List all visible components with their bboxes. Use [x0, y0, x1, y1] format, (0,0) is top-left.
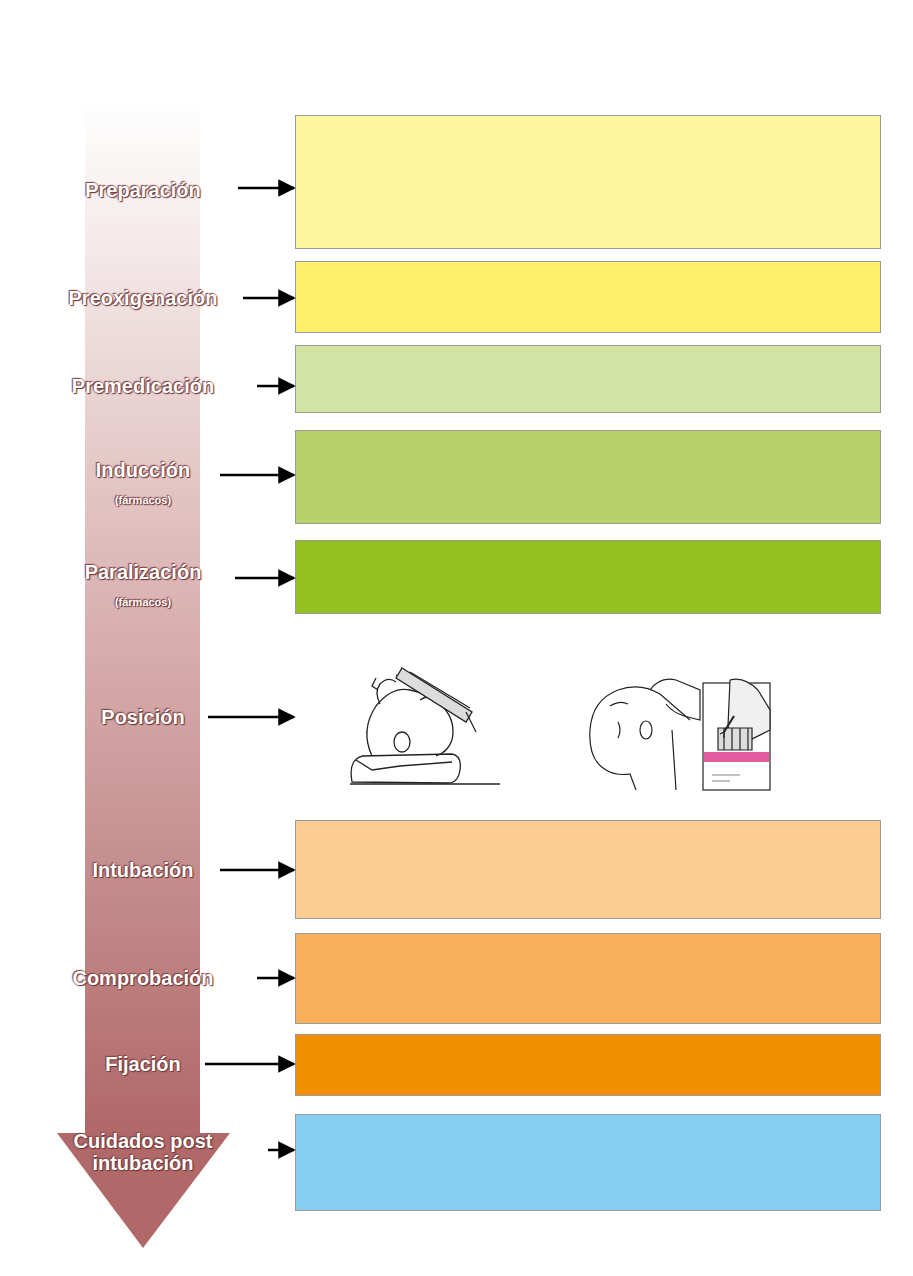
step-label: Posición [101, 706, 184, 728]
step-label: Paralización [85, 561, 202, 583]
step-box [296, 1115, 881, 1211]
step-box [296, 116, 881, 249]
step-label: Fijación [105, 1053, 181, 1075]
step-arrow [220, 474, 294, 477]
step-label: Cuidados post intubación [56, 1130, 231, 1174]
step-box [296, 821, 881, 919]
step-arrow [257, 385, 294, 388]
step-arrow [205, 1063, 294, 1066]
step-arrow [220, 869, 294, 872]
step-label: Preoxigenación [69, 287, 218, 309]
step-arrow [208, 716, 294, 719]
step-arrow [238, 187, 294, 190]
cricoid-pressure-illustration [590, 679, 770, 790]
step-box [296, 541, 881, 614]
step-note: (fármacos) [115, 494, 171, 506]
step-arrow [235, 577, 294, 580]
step-box [296, 346, 881, 413]
step-arrow [243, 297, 294, 300]
positioning-illustration [350, 668, 500, 784]
step-label: Premedicación [72, 375, 214, 397]
step-box [296, 1035, 881, 1096]
step-arrow [257, 977, 294, 980]
step-note: (fármacos) [115, 596, 171, 608]
step-label: Preparación [85, 179, 201, 201]
step-label: Intubación [92, 859, 193, 881]
step-label: Comprobación [72, 967, 213, 989]
step-box [296, 431, 881, 524]
step-arrow [268, 1149, 294, 1152]
step-box [296, 934, 881, 1024]
step-label: Inducción [96, 459, 190, 481]
step-box [296, 262, 881, 333]
